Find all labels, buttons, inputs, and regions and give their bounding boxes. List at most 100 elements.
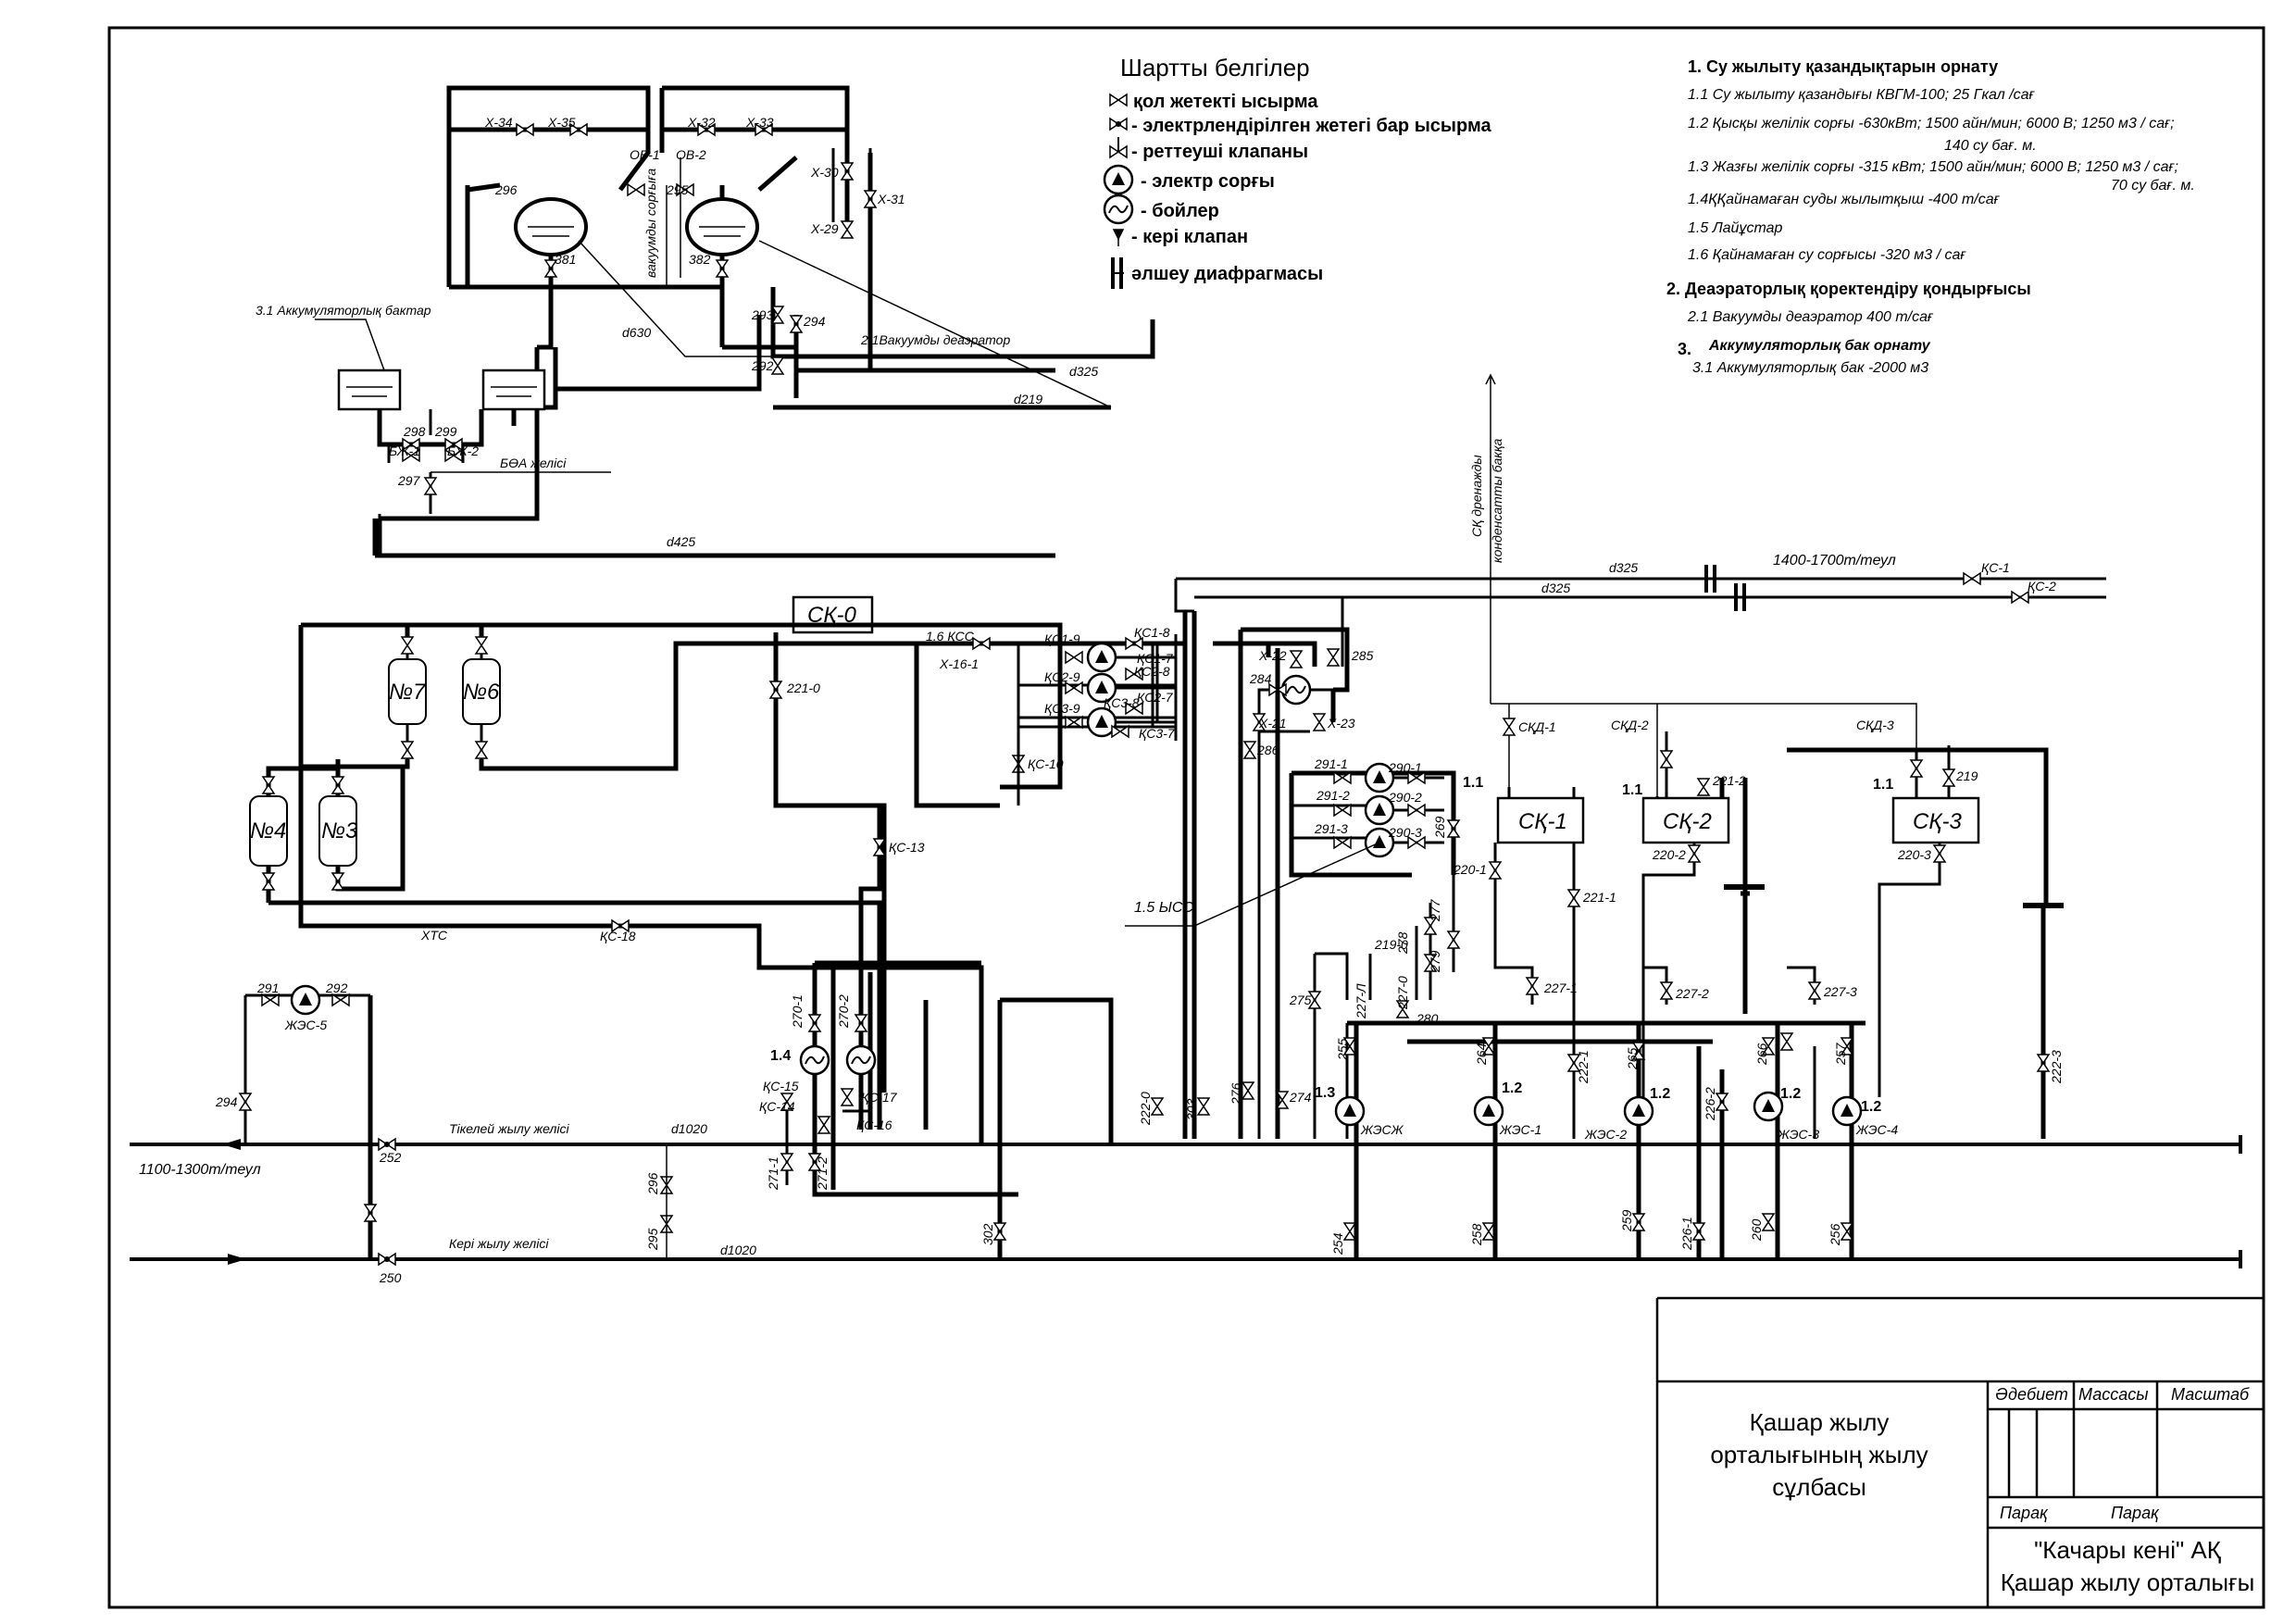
orifice-diaphragm [1704, 565, 1716, 593]
manual-valve-icon [331, 776, 344, 794]
note: 3.1 Аккумуляторлық бак -2000 м3 [1692, 360, 1928, 376]
valve-label: 256 [1828, 1223, 1842, 1246]
equipment-label: №3 [321, 818, 358, 843]
pipe-diameter: d325 [1609, 560, 1638, 575]
valve-label: 295 [666, 182, 689, 197]
pipe-diameter: d325 [1069, 364, 1098, 379]
valve-label: 381 [555, 252, 576, 267]
manual-valve-icon [780, 1153, 793, 1171]
manual-valve-icon [1567, 889, 1580, 907]
deaerator-section: Х-34 Х-35 Х-32 Х-33 ОВ-1 ОВ-2 Х-30 Х-31 … [380, 85, 1155, 521]
manual-valve-icon [1632, 1213, 1645, 1231]
valve-label: 221-0 [786, 681, 820, 695]
valve-label: ҚС-1 [1981, 560, 2010, 575]
manual-valve-icon [1660, 981, 1673, 1000]
valve-label: ҚС2-8 [1134, 664, 1170, 679]
valve-label: БЖ-2 [447, 443, 479, 458]
valve-label: 255 [1335, 1038, 1350, 1061]
unboiled-water-heaters: 1.4 270-1 270-2 ҚС-15 ҚС-14 ҚС-17 ҚС-16 … [759, 960, 1312, 1250]
pump-icon [1103, 164, 1134, 195]
valve-label: ОВ-2 [676, 147, 706, 162]
manual-valve-icon [790, 315, 803, 333]
equipment-label: СҚ-2 [1663, 809, 1712, 834]
manual-valve-icon [331, 872, 344, 891]
valve-label: 270-2 [836, 994, 851, 1029]
valve-label: 269 [1432, 816, 1447, 839]
valve-label: ҚС1-7 [1137, 651, 1174, 666]
manual-valve-icon [716, 259, 729, 278]
note: 1.4ҚҚайнамаған суды жылытқыш -400 т/сағ [1688, 192, 2001, 207]
pump-icon [1753, 1091, 1784, 1122]
manual-valve-icon [1343, 1222, 1356, 1241]
valve-label: 285 [1351, 648, 1374, 663]
valve-label: 227-1 [1543, 981, 1578, 995]
manual-valve-icon [841, 220, 854, 239]
pump-label: ЖЭС-4 [1855, 1122, 1898, 1137]
valve-label: 278 [1395, 931, 1410, 955]
electric-valve-icon [378, 1138, 396, 1151]
manual-valve-icon [1660, 750, 1673, 768]
manual-valve-icon [864, 190, 877, 208]
drawing-title: Қашар жылу [1750, 1408, 1890, 1436]
valve-label: 227-2 [1675, 986, 1709, 1001]
manual-valve-icon [1065, 651, 1083, 664]
pump-label: ЖЭСЖ [1360, 1122, 1404, 1137]
valve-label: 291-1 [1314, 756, 1348, 771]
equipment-label: №4 [250, 818, 286, 843]
valve-label: 271-1 [766, 1156, 780, 1191]
valve-label: ҚС1-9 [1044, 631, 1080, 646]
manual-valve-icon [1692, 1222, 1705, 1241]
pump-zhes5 [290, 984, 321, 1016]
pump-icon [1473, 1095, 1504, 1127]
booster-pumps: 291-1 291-2 291-3 290-1 290-2 290-3 269 … [1125, 756, 1460, 1139]
check-valve-icon [1112, 229, 1125, 246]
valve-label: 220-2 [1652, 847, 1686, 862]
line-label: СҚ дренажды [1469, 455, 1484, 537]
valve-label: 254 [1330, 1232, 1345, 1255]
valve-label: 257 [1833, 1042, 1848, 1066]
legend-item: - кері клапан [1131, 227, 1248, 247]
sludge-collector-sk2 [1641, 796, 1730, 844]
line-label: Тікелей жылу желісі [449, 1121, 569, 1136]
valve-label: 221-1 [1582, 890, 1616, 905]
manual-valve-icon [1503, 718, 1516, 736]
equipment-label: 1.6 ҚСС [926, 629, 975, 643]
valve-label: 222-0 [1138, 1092, 1153, 1126]
valve-label: 295 [645, 1228, 660, 1251]
manual-valve-icon [1716, 1093, 1728, 1111]
manual-valve-icon [2011, 591, 2029, 604]
legend-item: - бойлер [1141, 201, 1219, 221]
note: 140 су бағ. м. [1944, 138, 2037, 154]
valve-label: 299 [434, 424, 457, 439]
organization: "Качары кені" АҚ [2034, 1536, 2222, 1564]
manual-valve-icon [1697, 778, 1710, 796]
title-block: Әдебиет Массасы Масштаб Қашар жылу ортал… [1655, 1296, 2264, 1607]
valve-label: 293 [751, 307, 774, 322]
note-heading: 2. Деаэраторлық қоректендіру қондырғысы [1666, 280, 2031, 298]
note: 70 су бағ. м. [2111, 178, 2195, 194]
valve-label: 265 [1625, 1047, 1640, 1070]
valve-label: ҚС-2 [2028, 579, 2056, 593]
manual-valve-icon [841, 1088, 854, 1106]
manual-valve-icon [1313, 713, 1326, 731]
manual-valve-icon [771, 356, 784, 375]
valve-label: 275 [1289, 993, 1312, 1007]
manual-valve-icon [401, 636, 414, 655]
valve-label: 226-2 [1703, 1087, 1717, 1121]
valve-label: БЖ-1 [389, 443, 420, 458]
valve-label: Х-21 [1258, 716, 1287, 731]
note: 1.2 Қысқы желілік сорғы -630кВт; 1500 ай… [1688, 116, 2175, 131]
equipment-label: 1.2 [1502, 1081, 1522, 1096]
valve-label: 260 [1749, 1218, 1764, 1242]
note: 1.3 Жазғы желілік сорғы -315 кВт; 1500 а… [1688, 159, 2178, 175]
valve-label: 297 [397, 473, 421, 488]
manual-valve-icon [262, 776, 275, 794]
manual-valve-icon [1780, 1032, 1793, 1051]
valve-label: 294 [803, 314, 826, 329]
equipment-notes: 1. Су жылыту қазандықтарын орнату 1.1 Су… [1666, 57, 2195, 376]
valve-label: 250 [379, 1270, 402, 1285]
valve-label: ҚС3-7 [1139, 726, 1176, 741]
orifice-diaphragm-icon [1111, 257, 1124, 289]
control-valve-icon [1109, 137, 1128, 158]
